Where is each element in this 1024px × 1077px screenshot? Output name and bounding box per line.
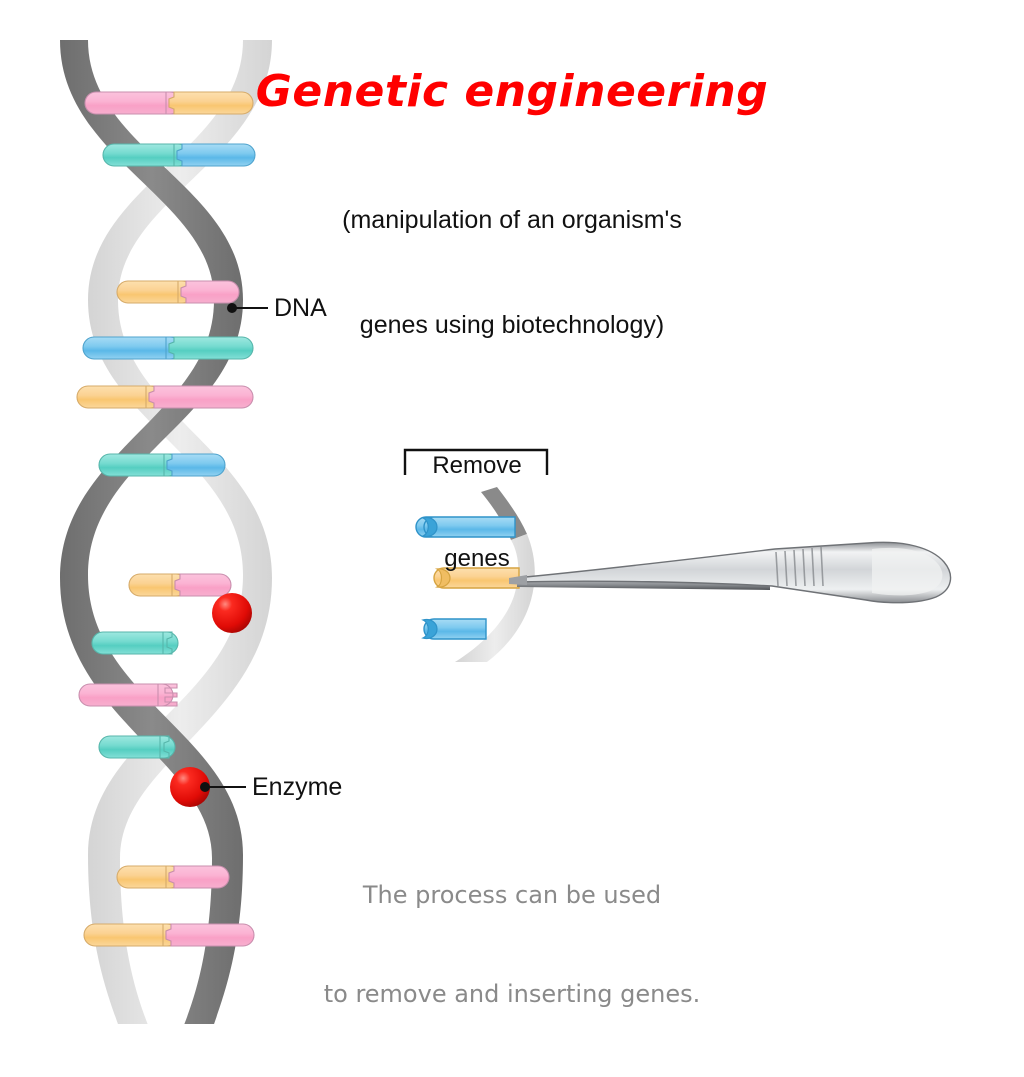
caption-line-1: The process can be used xyxy=(362,881,662,909)
callout-leaders xyxy=(200,303,268,792)
enzyme-sphere xyxy=(170,767,210,807)
dna-leader-dot xyxy=(227,303,237,313)
dna-label: DNA xyxy=(274,294,327,322)
fragment-genes xyxy=(415,516,520,640)
fragment-backbone-light xyxy=(455,534,535,662)
subtitle-line-2: genes using biotechnology) xyxy=(359,311,665,339)
base-pair xyxy=(83,923,255,947)
gene-blue-2-notch xyxy=(421,618,438,640)
gene-orange-notch xyxy=(434,568,451,588)
page-title: Genetic engineering xyxy=(255,66,769,117)
subtitle-line-1: (manipulation of an organism's xyxy=(342,206,682,234)
dna-base-pairs xyxy=(76,91,256,947)
caption-line-2: to remove and inserting genes. xyxy=(323,980,701,1008)
base-pair xyxy=(98,453,226,477)
tweezers-grip-ridges xyxy=(775,546,824,587)
tweezers-paddle-highlight xyxy=(872,547,943,596)
base-pair xyxy=(128,573,232,597)
base-pair-half xyxy=(98,735,176,759)
base-pair xyxy=(76,385,254,409)
enzyme-label: Enzyme xyxy=(252,773,343,801)
base-pair-half xyxy=(91,631,179,655)
dna-double-helix xyxy=(60,40,272,1024)
base-pair xyxy=(116,865,230,889)
base-pair xyxy=(84,91,254,115)
remove-genes-bracket xyxy=(403,448,549,475)
enzyme-spheres xyxy=(170,593,252,807)
diagram-canvas: Genetic engineering (manipulation of an … xyxy=(0,40,1024,1024)
genetic-engineering-illustration xyxy=(60,40,952,1024)
excised-dna-fragment xyxy=(415,487,535,662)
base-pair xyxy=(116,280,240,304)
process-caption: The process can be used to remove and in… xyxy=(0,813,1024,1077)
tweezers-tip xyxy=(509,575,527,585)
base-pair xyxy=(82,336,254,360)
enzyme-leader-dot xyxy=(200,782,210,792)
tweezers[interactable] xyxy=(509,541,952,604)
remove-genes-label: Remove genes xyxy=(404,388,550,636)
enzyme-sphere xyxy=(212,593,252,633)
tweezers-upper-arm xyxy=(514,541,952,604)
gene-blue-notch xyxy=(421,516,438,538)
remove-genes-line-2: genes xyxy=(444,545,510,572)
dna-strand-light xyxy=(88,40,272,1024)
base-pair-half xyxy=(78,683,178,707)
remove-genes-line-1: Remove xyxy=(432,452,522,479)
page-subtitle: (manipulation of an organism's genes usi… xyxy=(0,133,1024,413)
base-pair xyxy=(102,143,256,167)
